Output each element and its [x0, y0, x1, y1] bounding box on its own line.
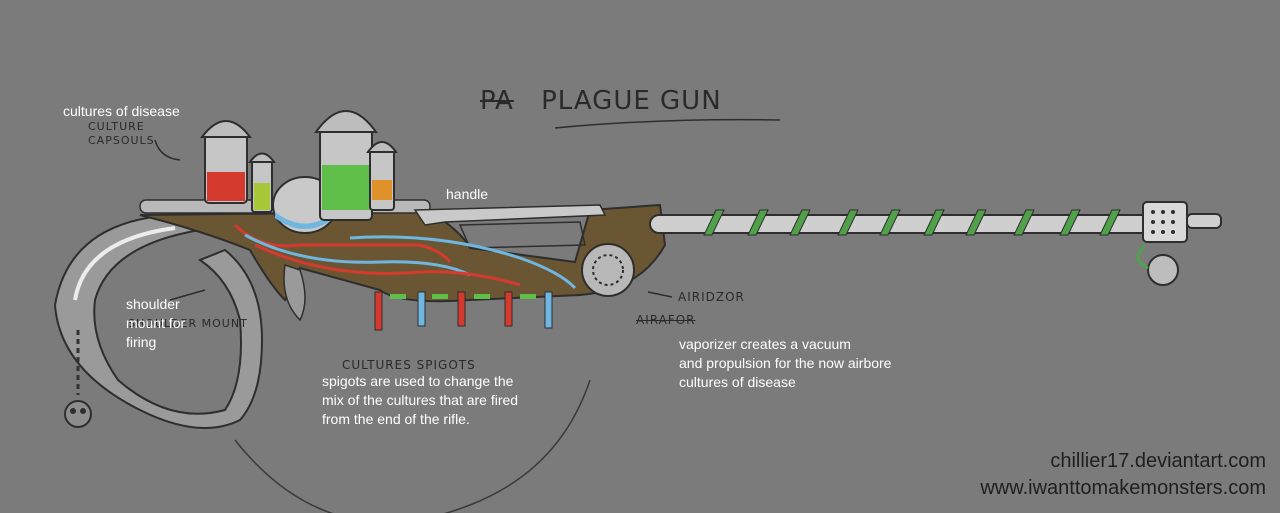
muzzle-flask — [1147, 254, 1179, 286]
trigger — [283, 264, 306, 322]
barrel-bands — [703, 209, 1121, 236]
sketch-capsules-label: CULTURE CAPSOULS — [88, 120, 155, 148]
shoulder-highlight — [73, 226, 176, 301]
culture-capsules — [199, 110, 398, 234]
skull-icon — [64, 400, 92, 428]
shoulder-annotation: shoulder mount for firing — [126, 295, 185, 352]
spigots-line-3: from the end of the rifle. — [322, 411, 470, 427]
handle — [413, 204, 607, 226]
spigots-annotation: spigots are used to change the mix of th… — [322, 372, 518, 429]
sketch-shoulder-label: SHOULDER MOUNT — [128, 317, 248, 330]
sketch-title: PA PLAGUE GUN — [480, 86, 722, 116]
spigots-line-2: mix of the cultures that are fired — [322, 392, 519, 408]
guide-arc — [234, 379, 591, 513]
cultures-annotation: cultures of disease — [63, 103, 180, 119]
spigots-line-1: spigots are used to change the — [322, 373, 514, 389]
vaporizer-annotation: vaporizer creates a vacuum and propulsio… — [679, 335, 891, 392]
sketch-title-struck: PA — [480, 86, 514, 116]
sketch-spigots-label: CULTURES SPIGOTS — [342, 358, 476, 372]
shoulder-line-2: mount for — [126, 315, 186, 331]
handle-annotation: handle — [446, 186, 489, 202]
shoulder-line-3: firing — [126, 334, 157, 350]
sketch-title-text: PLAGUE GUN — [541, 86, 722, 116]
sketch-struck-label: AIRAFOR — [636, 313, 696, 327]
vaporizer-fan-icon — [581, 243, 635, 297]
sketch-capsules-line1: CULTURE — [88, 120, 145, 133]
vaporizer-line-1: vaporizer creates a vacuum — [679, 336, 851, 352]
culture-spigots — [374, 291, 553, 331]
vaporizer-line-2: and propulsion for the now airbore — [679, 355, 892, 371]
credit-deviantart: chillier17.deviantart.com — [1050, 450, 1266, 472]
shoulder-line-1: shoulder — [126, 296, 180, 312]
credit-website: www.iwanttomakemonsters.com — [980, 477, 1266, 499]
sketch-airidzor-label: AIRIDZOR — [678, 290, 745, 304]
shoulder-mount — [53, 213, 264, 429]
sketch-capsules-line2: CAPSOULS — [88, 134, 155, 147]
vaporizer-line-3: cultures of disease — [679, 374, 796, 390]
